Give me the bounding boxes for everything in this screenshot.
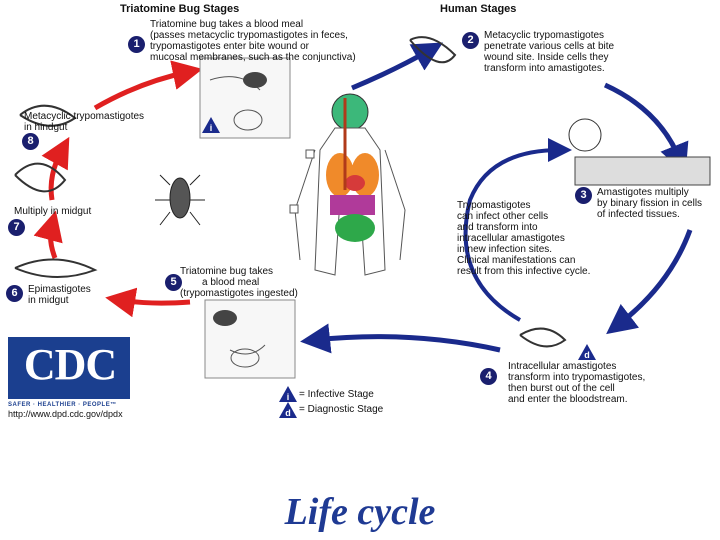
- human-stages-header: Human Stages: [440, 3, 517, 15]
- arrow-3-to-4: [606, 229, 693, 335]
- step-7-text: Multiply in midgut: [14, 206, 92, 217]
- tissue-icon: [574, 156, 711, 186]
- svg-text:i: i: [287, 392, 290, 402]
- legend-infective-icon: i: [279, 386, 297, 402]
- svg-text:d: d: [285, 408, 291, 418]
- human-stage-2-icon: [409, 36, 457, 64]
- diagnostic-stage-marker-icon: d: [578, 344, 596, 360]
- arrow-8-to-1: [93, 60, 203, 111]
- cell-icon: [568, 118, 602, 152]
- cdc-logo: CDC: [8, 337, 130, 399]
- legend-diagnostic-label: = Diagnostic Stage: [299, 404, 384, 415]
- arrow-loop-cycle: [463, 138, 572, 322]
- legend-infective-label: = Infective Stage: [299, 389, 374, 400]
- svg-text:d: d: [584, 350, 590, 360]
- bite-inset-box: [199, 57, 291, 139]
- legend-diagnostic-icon: d: [279, 402, 297, 418]
- step-badge-5: 5: [165, 274, 182, 291]
- trypomastigote-icon: [19, 104, 77, 127]
- arrow-7-to-8: [41, 136, 70, 201]
- metacyclic-icon: [14, 162, 67, 193]
- step-badge-3: 3: [575, 187, 592, 204]
- step-badge-6: 6: [6, 285, 23, 302]
- human-figure: [289, 93, 406, 276]
- arrow-2-to-3: [603, 82, 689, 174]
- infective-stage-marker-icon: i: [202, 117, 220, 133]
- arrow-6-to-7: [33, 210, 63, 259]
- step-badge-4: 4: [480, 368, 497, 385]
- step-badge-7: 7: [8, 219, 25, 236]
- step-1-text: Triatomine bug takes a blood meal(passes…: [150, 19, 356, 63]
- arrow-5-to-6: [105, 287, 191, 318]
- triatomine-bug-icon: [155, 174, 205, 226]
- epimastigote-icon: [14, 258, 98, 278]
- arrow-1-to-2: [351, 42, 444, 91]
- svg-text:i: i: [210, 123, 213, 133]
- bug-stages-header: Triatomine Bug Stages: [120, 3, 240, 15]
- step-badge-8: 8: [22, 133, 39, 150]
- arrow-4-to-5: [300, 323, 501, 354]
- human-stage-4-icon: [519, 327, 567, 348]
- step-badge-1: 1: [128, 36, 145, 53]
- cdc-tagline: SAFER · HEALTHIER · PEOPLE™: [8, 402, 117, 408]
- slide-title: Life cycle: [284, 491, 436, 533]
- step-badge-2: 2: [462, 32, 479, 49]
- source-url[interactable]: http://www.dpd.cdc.gov/dpdx: [8, 409, 123, 419]
